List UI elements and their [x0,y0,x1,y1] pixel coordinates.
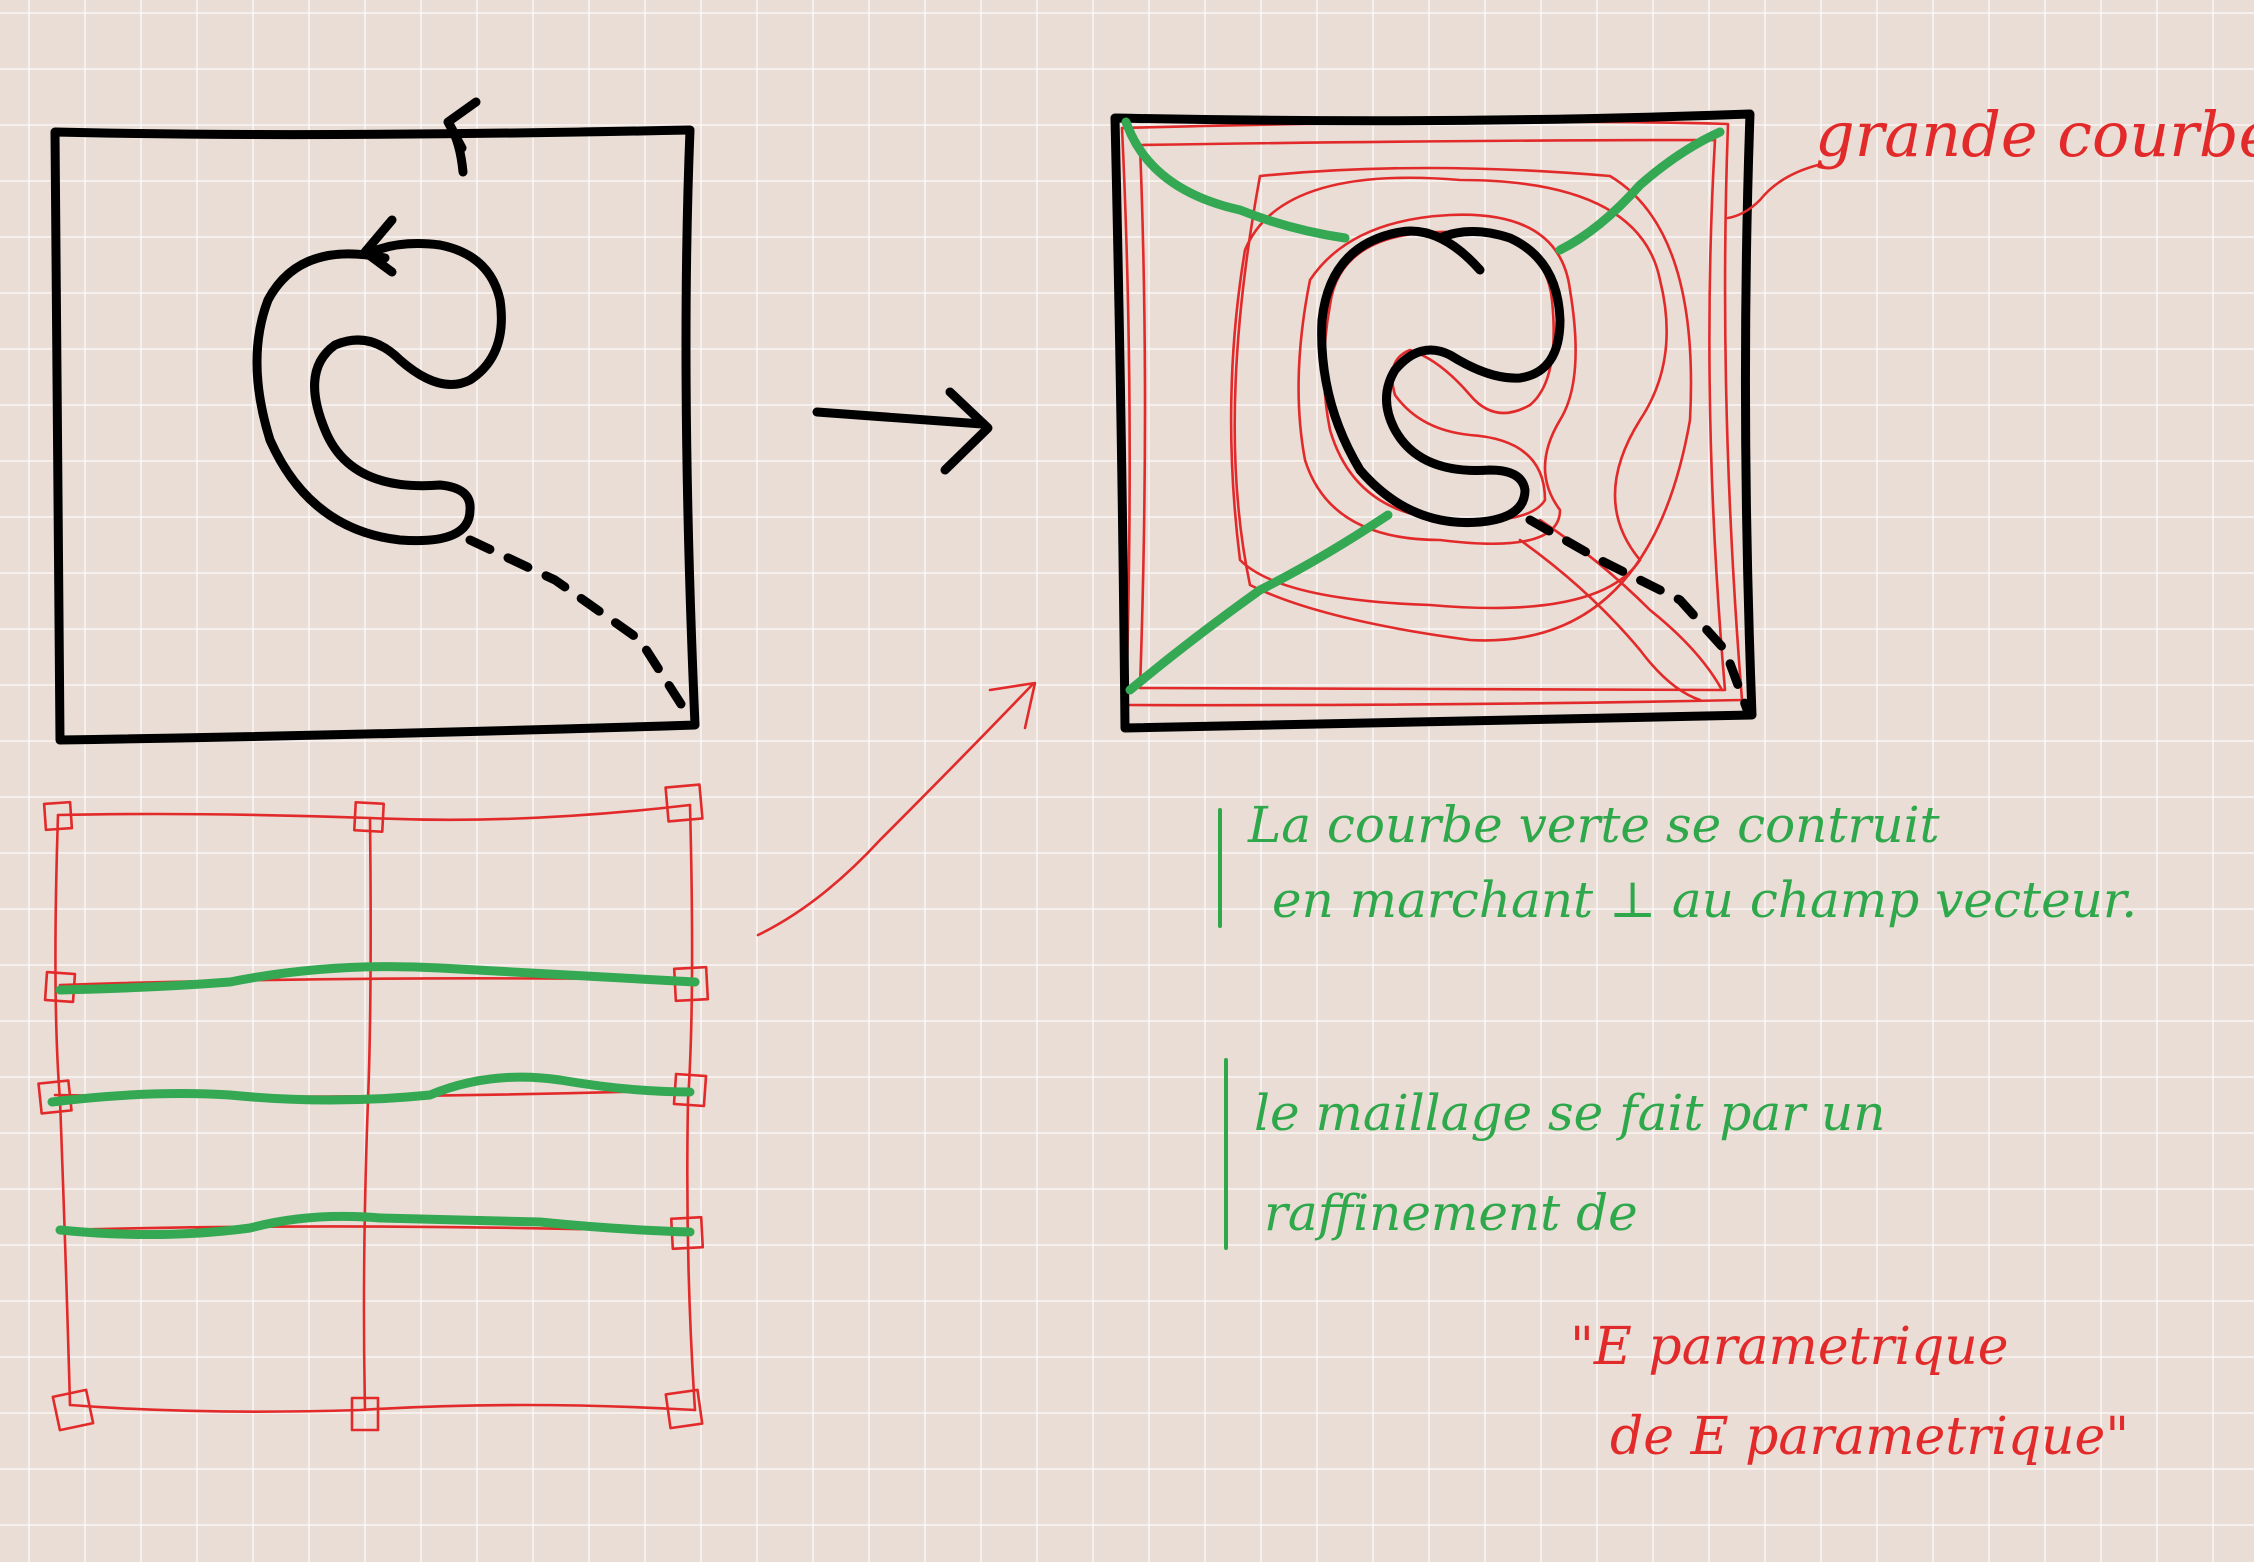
note-param-line1: "E parametrique [1570,1317,2009,1377]
left-dashed-path [465,535,693,720]
big-curve-pointer [1726,163,1820,220]
green-cut-top-right [1555,127,1725,255]
mesh-green-curve-1 [55,962,700,995]
mesh-green-curve-3 [55,1211,695,1240]
note-green-curve-line1: La courbe verte se contruit [1248,796,1940,854]
pointer-line [1726,163,1820,220]
transform-arrow [812,387,993,475]
right-square-sketch [1110,109,1757,733]
left-square-sketch [50,97,700,745]
left-spiral-arrowhead [360,215,397,277]
red-arrow-head [988,681,1037,730]
parametric-mesh [37,783,710,1432]
mesh-to-square-arrow [756,681,1037,937]
red-level-curve-2 [1138,138,1727,692]
mesh-middle-vertical [362,816,372,1412]
red-level-curve-3 [1233,166,1693,642]
label-big-curve: grande courbe [1815,98,2254,171]
mesh-green-curve-2 [47,1072,695,1107]
green-cut-bottom-left [1125,510,1393,695]
red-level-curve-4 [1229,176,1668,610]
red-level-curve-5 [1297,213,1577,546]
mesh-node-square [664,783,704,823]
right-spiral-curve [1317,226,1565,528]
arrow-shaft [812,407,987,429]
mesh-right-edge [686,803,697,1412]
note-bar-mesh [1224,1058,1228,1250]
mesh-node-square [350,1396,380,1432]
left-outer-arrowhead [443,97,481,177]
note-mesh-line1: le maillage se fait par un [1254,1084,1886,1142]
mesh-top-edge [56,803,692,822]
right-dashed-path [1525,515,1753,717]
note-green-curve-line2: en marchant ⊥ au champ vecteur. [1272,871,2138,929]
left-spiral-curve [252,239,506,546]
note-mesh-line2: raffinement de [1264,1184,1638,1242]
arrow-head [940,387,993,475]
note-param-line2: de E parametrique" [1610,1407,2130,1467]
green-cut-top-left [1121,117,1350,243]
mesh-bottom-edge [68,1403,697,1413]
note-bar-green-curve [1218,808,1222,928]
mesh-node-square [664,1388,704,1430]
red-level-curve-inner-2 [1518,538,1702,702]
right-square-outline [1110,109,1757,733]
mesh-node-square [51,1388,95,1432]
mesh-node-square [352,800,386,834]
red-arrow-shaft [756,683,1034,937]
mesh-node-square [42,800,74,832]
left-square-outline [50,125,700,745]
